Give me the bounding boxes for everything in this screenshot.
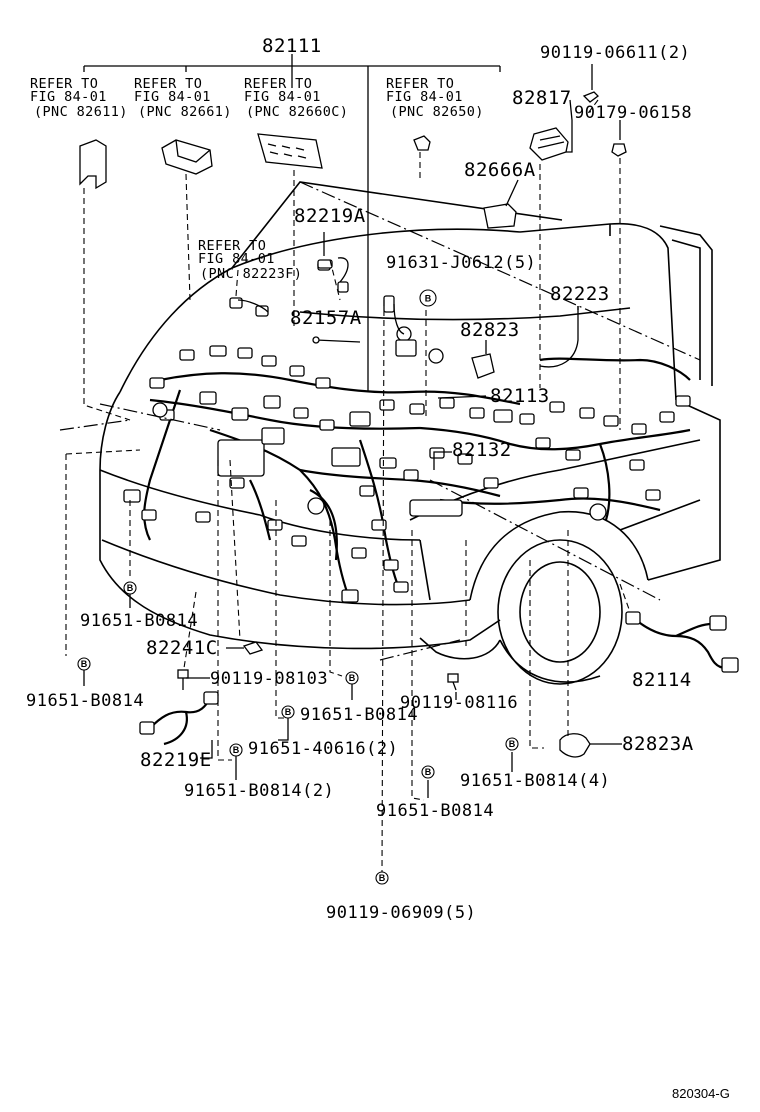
badge-b-left-b: B bbox=[77, 657, 91, 671]
part-82157a-sensor bbox=[312, 336, 361, 344]
label-82114: 82114 bbox=[632, 669, 692, 691]
refer-note-82650: REFER TO FIG 84-01 (PNC 82650) bbox=[386, 76, 484, 120]
part-82219e-harness bbox=[139, 691, 219, 746]
svg-text:(PNC 82660C): (PNC 82660C) bbox=[246, 104, 348, 120]
label-82219a: 82219A bbox=[294, 205, 366, 227]
section-lines bbox=[59, 181, 701, 661]
refer-note-82660c: REFER TO FIG 84-01 (PNC 82660C) bbox=[244, 76, 348, 120]
svg-text:REFER TO: REFER TO bbox=[244, 76, 312, 92]
harness-connectors bbox=[123, 261, 691, 603]
svg-text:B: B bbox=[127, 583, 134, 593]
label-82111: 82111 bbox=[262, 35, 322, 57]
badge-b-0814-2: B bbox=[229, 743, 243, 757]
label-82823: 82823 bbox=[460, 319, 520, 341]
svg-text:REFER TO: REFER TO bbox=[198, 238, 266, 254]
leader-lines bbox=[83, 54, 622, 798]
label-91651-b0814-a: 91651-B0814 bbox=[80, 611, 198, 631]
label-82113: 82113 bbox=[490, 385, 550, 407]
svg-text:(PNC 82223F): (PNC 82223F) bbox=[200, 266, 302, 282]
svg-text:(PNC 82661): (PNC 82661) bbox=[138, 104, 232, 120]
b-badges: B B B B B B B B B bbox=[77, 289, 519, 885]
clip-90119-06611 bbox=[582, 91, 599, 103]
part-82650 bbox=[413, 135, 431, 151]
svg-text:B: B bbox=[349, 673, 356, 683]
label-91651-b0814-2: 91651-B0814(2) bbox=[184, 781, 334, 801]
label-90119-08103: 90119-08103 bbox=[210, 669, 328, 689]
svg-text:REFER TO: REFER TO bbox=[386, 76, 454, 92]
svg-text:FIG 84-01: FIG 84-01 bbox=[30, 89, 107, 105]
svg-text:(PNC 82650): (PNC 82650) bbox=[390, 104, 484, 120]
part-82114-harness bbox=[625, 611, 739, 673]
bolt-90119-08103 bbox=[177, 669, 189, 690]
part-82611 bbox=[79, 139, 107, 190]
badge-b-left-a: B bbox=[123, 581, 137, 595]
vehicle-body-outline bbox=[99, 181, 721, 685]
harness-82223-wires bbox=[237, 257, 579, 368]
badge-b-bottom: B bbox=[421, 765, 435, 779]
label-90179-06158: 90179-06158 bbox=[574, 103, 692, 123]
label-91651-40616: 91651-40616(2) bbox=[248, 739, 398, 759]
label-82817: 82817 bbox=[512, 87, 572, 109]
part-82219a-sensor bbox=[317, 232, 333, 269]
label-82223: 82223 bbox=[550, 283, 610, 305]
figure-code: 820304-G bbox=[672, 1086, 730, 1101]
svg-text:FIG 84-01: FIG 84-01 bbox=[244, 89, 321, 105]
label-82241c: 82241C bbox=[146, 637, 218, 659]
label-90119-08116: 90119-08116 bbox=[400, 693, 518, 713]
label-82219e: 82219E bbox=[140, 749, 212, 771]
svg-text:REFER TO: REFER TO bbox=[134, 76, 202, 92]
part-labels: 82111 REFER TO FIG 84-01 (PNC 82611) REF… bbox=[26, 35, 730, 1101]
label-82823a: 82823A bbox=[622, 733, 694, 755]
badge-b-40616: B bbox=[281, 705, 295, 719]
label-91651-b0814-b: 91651-B0814 bbox=[26, 691, 144, 711]
badge-b-0814-4: B bbox=[505, 737, 519, 751]
svg-text:REFER TO: REFER TO bbox=[30, 76, 98, 92]
part-82666a bbox=[483, 203, 517, 229]
label-91651-b0814-d: 91651-B0814 bbox=[376, 801, 494, 821]
svg-text:B: B bbox=[509, 739, 516, 749]
label-91631-j0612: 91631-J0612(5) bbox=[386, 253, 536, 273]
label-91651-b0814-4: 91651-B0814(4) bbox=[460, 771, 610, 791]
label-91651-b0814-c: 91651-B0814 bbox=[300, 705, 418, 725]
label-82132: 82132 bbox=[452, 439, 512, 461]
badge-b-06909: B bbox=[375, 871, 389, 885]
badge-b-mid: B bbox=[345, 671, 359, 685]
badge-b-91631: B bbox=[419, 289, 437, 307]
part-82241c bbox=[242, 641, 264, 655]
dashed-leaders bbox=[65, 99, 631, 873]
part-82660c bbox=[257, 133, 323, 169]
svg-text:B: B bbox=[425, 294, 432, 304]
bolt-90119-08116 bbox=[447, 673, 459, 691]
svg-text:B: B bbox=[285, 707, 292, 717]
svg-text:FIG 84-01: FIG 84-01 bbox=[134, 89, 211, 105]
refer-note-82611: REFER TO FIG 84-01 (PNC 82611) bbox=[30, 76, 128, 120]
svg-text:B: B bbox=[425, 767, 432, 777]
label-90119-06909: 90119-06909(5) bbox=[326, 903, 476, 923]
part-82823a bbox=[559, 733, 591, 758]
label-90119-06611: 90119-06611(2) bbox=[540, 43, 690, 63]
clip-90179-06158 bbox=[611, 143, 627, 157]
label-82666a: 82666A bbox=[464, 159, 536, 181]
part-82817 bbox=[529, 127, 569, 161]
refer-note-82661: REFER TO FIG 84-01 (PNC 82661) bbox=[134, 76, 232, 120]
refer-note-82223f: REFER TO FIG 84-01 (PNC 82223F) bbox=[198, 238, 302, 282]
svg-text:FIG 84-01: FIG 84-01 bbox=[198, 251, 275, 267]
label-82157a: 82157A bbox=[290, 307, 362, 329]
part-82661 bbox=[161, 139, 213, 175]
svg-text:B: B bbox=[233, 745, 240, 755]
part-82823 bbox=[471, 353, 495, 379]
svg-text:FIG 84-01: FIG 84-01 bbox=[386, 89, 463, 105]
svg-text:B: B bbox=[379, 873, 386, 883]
svg-text:(PNC 82611): (PNC 82611) bbox=[34, 104, 128, 120]
svg-text:B: B bbox=[81, 659, 88, 669]
